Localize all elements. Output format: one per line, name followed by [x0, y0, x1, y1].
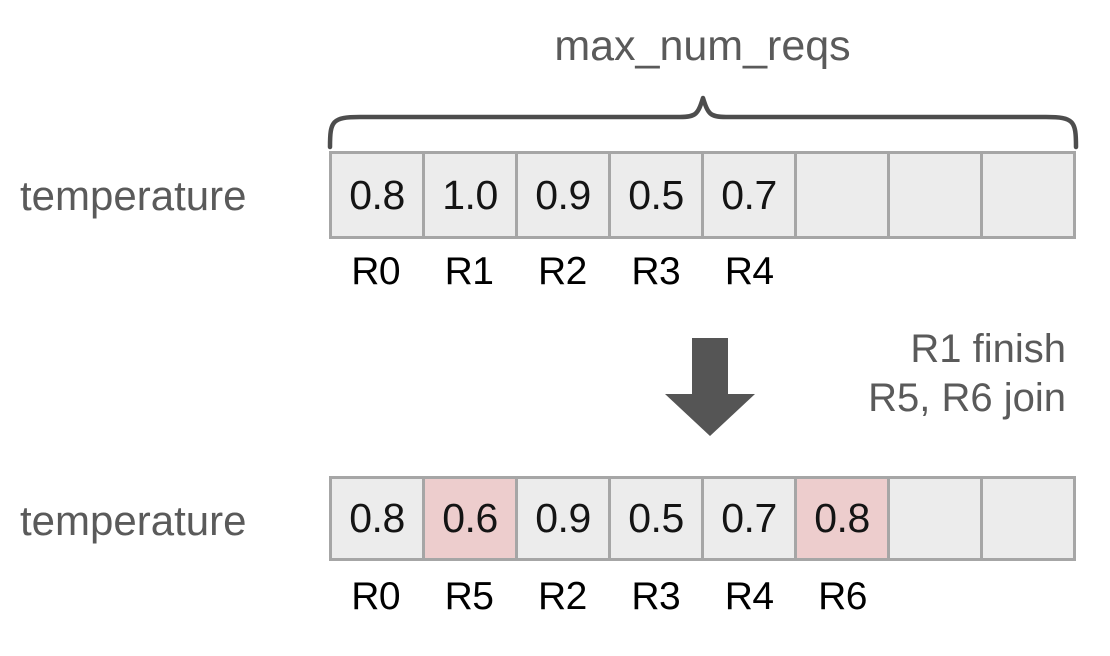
temperature-cell — [890, 479, 983, 558]
row-label-temperature-after: temperature — [20, 497, 247, 544]
request-id-label: R0 — [351, 575, 401, 618]
request-id-label: R2 — [538, 250, 587, 293]
temperature-cell — [890, 154, 983, 236]
temperature-cell — [797, 154, 890, 236]
transition-note: R1 finish R5, R6 join — [756, 325, 1066, 423]
request-id-label: R1 — [444, 250, 494, 293]
temperature-cell: 0.8 — [332, 479, 425, 558]
down-arrow-icon — [662, 336, 758, 438]
request-id-label — [983, 577, 1076, 618]
request-id-label: R0 — [351, 250, 401, 293]
temperature-cell: 0.9 — [518, 154, 611, 236]
temperature-cell: 0.8 — [797, 479, 890, 558]
request-id-label — [889, 252, 982, 293]
request-id-label — [889, 577, 982, 618]
temperature-cell: 0.7 — [704, 479, 797, 558]
request-ids-after: R0 R5 R2 R3 R4 R6 — [329, 575, 1076, 618]
temperature-cell: 0.5 — [611, 154, 704, 236]
transition-note-line-1: R1 finish — [910, 327, 1066, 371]
request-id-label: R4 — [724, 575, 774, 618]
temperature-cell: 0.8 — [332, 154, 425, 236]
request-id-label: R5 — [444, 575, 494, 618]
request-id-label: R2 — [538, 575, 587, 618]
temperature-cell: 0.9 — [518, 479, 611, 558]
request-ids-before: R0 R1 R2 R3 R4 — [329, 250, 1076, 293]
request-id-label: R3 — [631, 250, 681, 293]
transition-note-line-2: R5, R6 join — [868, 375, 1066, 420]
temperature-cell: 0.6 — [425, 479, 518, 558]
temperature-cell — [983, 479, 1073, 558]
request-id-label — [983, 252, 1076, 293]
request-id-label: R4 — [724, 250, 774, 293]
temperature-cell: 0.7 — [704, 154, 797, 236]
request-id-label — [796, 252, 889, 293]
temperature-cell — [983, 154, 1073, 236]
temperature-cell: 1.0 — [425, 154, 518, 236]
row-label-temperature-before: temperature — [20, 172, 247, 219]
request-id-label: R6 — [818, 575, 867, 618]
max-num-reqs-caption: max_num_reqs — [554, 22, 851, 70]
temperature-cell: 0.5 — [611, 479, 704, 558]
request-id-label: R3 — [631, 575, 681, 618]
curly-brace-icon — [320, 95, 1086, 150]
